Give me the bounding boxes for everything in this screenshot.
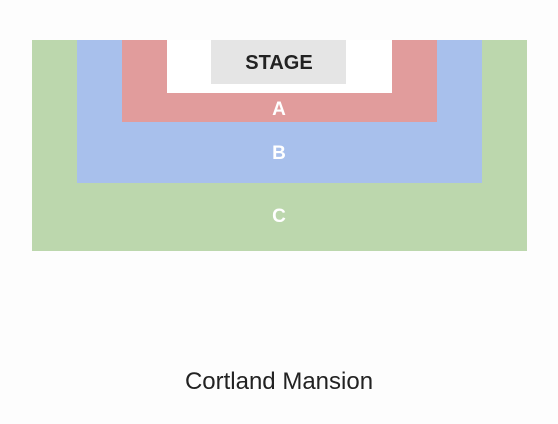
section-c-label: C xyxy=(272,206,286,227)
section-c[interactable] xyxy=(32,40,527,251)
section-a[interactable] xyxy=(122,40,437,122)
seat-map: STAGE A B C xyxy=(32,40,527,251)
section-b[interactable] xyxy=(77,40,482,183)
stage xyxy=(211,40,346,84)
section-b-label: B xyxy=(272,143,286,164)
section-a-label: A xyxy=(272,99,286,120)
stage-label: STAGE xyxy=(245,52,312,74)
venue-name: Cortland Mansion xyxy=(184,368,374,395)
